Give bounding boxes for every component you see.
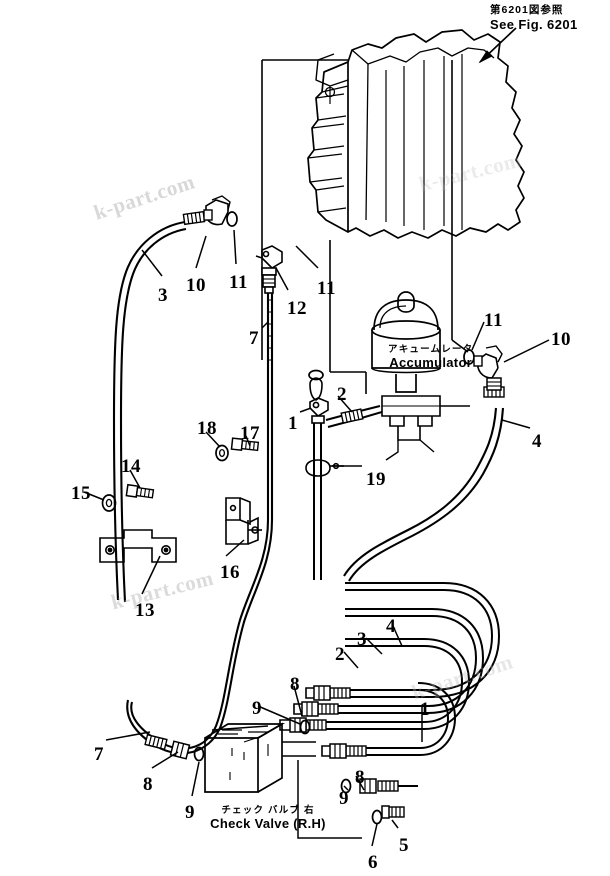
hose-4 <box>343 407 505 582</box>
callout-number: 11 <box>484 310 503 331</box>
header-figure-ref-jp: 第6201図参照 <box>490 4 564 16</box>
accumulator-manifold <box>381 395 470 461</box>
tube-below-clamp <box>313 476 322 580</box>
callout-number: 1 <box>420 699 430 720</box>
callout-number: 8 <box>355 767 365 788</box>
elbow-10-right <box>473 345 503 379</box>
callout-number: 2 <box>337 384 347 405</box>
callout-number: 15 <box>71 483 91 504</box>
callout-number: 7 <box>94 744 104 765</box>
plug-5 <box>381 805 405 819</box>
callout-number: 11 <box>229 272 248 293</box>
callout-number: 9 <box>185 802 195 823</box>
callout-number: 19 <box>366 469 386 490</box>
callout-number: 6 <box>368 852 378 873</box>
callout-number: 3 <box>158 285 168 306</box>
callout-number: 1 <box>288 413 298 434</box>
oring-above-fitting-1 <box>308 369 324 401</box>
callout-number: 4 <box>532 431 542 452</box>
callout-number: 4 <box>386 616 396 637</box>
fitting-assembly-hose3-top <box>182 195 238 227</box>
frame-reference-lines <box>261 59 469 394</box>
callout-number: 13 <box>135 600 155 621</box>
callout-number: 8 <box>143 774 153 795</box>
callout-number: 14 <box>121 456 141 477</box>
washer-18 <box>215 444 229 462</box>
callout-number: 11 <box>317 278 336 299</box>
washer-15 <box>101 494 117 512</box>
o-ring-6 <box>371 809 383 825</box>
o-ring-9-left <box>193 746 205 762</box>
callout-number: 9 <box>252 698 262 719</box>
label-check-valve-en: Check Valve (R.H) <box>210 815 326 831</box>
callout-number: 16 <box>220 562 240 583</box>
bracket-13 <box>99 529 177 563</box>
label-accumulator: アキュームレータ Accumulator <box>388 344 474 371</box>
header-figure-ref-en: See Fig. 6201 <box>490 17 578 32</box>
hose-2-center <box>325 405 383 428</box>
label-check-valve: チェック バルブ 右 Check Valve (R.H) <box>193 805 343 832</box>
clamp-16 <box>225 497 262 545</box>
elbow-10 <box>203 195 231 226</box>
fitting-assembly-hose4-top <box>463 345 505 398</box>
fitting-1 <box>309 397 329 478</box>
leader-lines <box>83 229 550 847</box>
accumulator-body <box>371 291 441 393</box>
callout-number: 2 <box>335 644 345 665</box>
label-accumulator-en: Accumulator <box>389 354 473 370</box>
callout-number: 17 <box>240 423 260 444</box>
callout-number: 8 <box>290 674 300 695</box>
fitting-12 <box>255 245 283 294</box>
label-check-valve-jp: チェック バルブ 右 <box>221 805 315 816</box>
label-accumulator-jp: アキュームレータ <box>388 344 474 355</box>
main-control-valve-block <box>307 29 525 239</box>
clamp-19 <box>305 459 344 477</box>
header-leader-line <box>478 27 517 64</box>
callout-number: 10 <box>551 329 571 350</box>
callout-number: 3 <box>357 629 367 650</box>
o-ring-11 <box>226 211 238 227</box>
oring-9-bundle <box>299 719 352 794</box>
callout-number: 5 <box>399 835 409 856</box>
fitting-8-lower <box>359 778 418 794</box>
callout-number: 9 <box>339 788 349 809</box>
callout-number: 18 <box>197 418 217 439</box>
callout-number: 10 <box>186 275 206 296</box>
callout-number: 7 <box>249 328 259 349</box>
callout-number: 12 <box>287 298 307 319</box>
check-valve-block <box>204 722 316 793</box>
hose-bundle <box>306 582 501 756</box>
hose7-end-fittings <box>144 734 205 762</box>
